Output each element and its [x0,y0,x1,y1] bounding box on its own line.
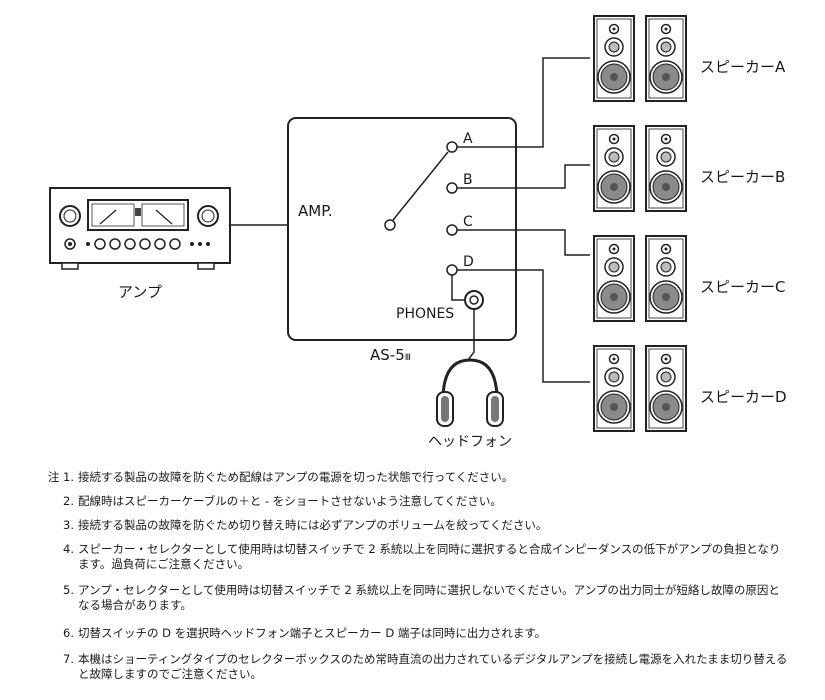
note-number: 7. [63,652,74,666]
amplifier-unit [49,187,231,270]
switch-common-terminal [384,219,396,231]
speaker-c-label: スピーカーC [700,278,785,296]
note-number: 2. [63,494,74,508]
selector-box [287,117,517,341]
note-number: 1. [63,470,74,484]
headphone-cable [467,309,475,361]
speaker-c-left [593,235,635,322]
note-text: スピーカー・セレクターとして使用時は切替スイッチで 2 系統以上を同時に選択する… [78,542,781,571]
cable-speaker-c [457,229,590,256]
note-number: 6. [63,626,74,640]
port-b-label: B [463,172,473,188]
cable-speaker-b [457,164,590,189]
speaker-a-left [593,15,635,102]
note-prefix: 注 [47,470,60,484]
amplifier-label: アンプ [118,283,162,301]
speaker-d-right [645,345,687,432]
note-text: アンプ・セレクターとして使用時は切替スイッチで 2 系統以上を同時に選択しないで… [78,583,780,612]
speaker-b-label: スピーカーB [700,168,785,186]
note-number: 3. [63,518,74,532]
terminal-d [446,264,458,276]
switch-lever [392,151,449,221]
speaker-d-label: スピーカーD [700,388,787,406]
speaker-a-label: スピーカーA [700,58,786,76]
speaker-b-left [593,125,635,212]
connection-diagram: アンプ AMP. A B C D PHONES AS-5Ⅲ ヘッドフォン ス [49,15,787,450]
note-number: 5. [63,583,74,597]
note-text: 配線時はスピーカーケーブルの＋と - をショートさせないよう注意してください。 [78,494,502,508]
speaker-b-right [645,125,687,212]
speaker-a-right [645,15,687,102]
port-a-label: A [463,131,473,147]
terminal-a [446,141,458,153]
amp-input-label: AMP. [298,202,333,220]
speaker-c-right [645,235,687,322]
cable-speaker-d [457,269,590,383]
terminal-c [446,224,458,236]
phones-label: PHONES [396,306,454,322]
note-text: 切替スイッチの D を選択時ヘッドフォン端子とスピーカー D 端子は同時に出力さ… [78,626,547,640]
note-text: 接続する製品の故障を防ぐため切り替え時には必ずアンプのボリュームを絞ってください… [78,518,548,532]
headphone-label: ヘッドフォン [428,434,512,450]
headphones [436,358,504,427]
port-c-label: C [463,214,473,230]
model-label: AS-5Ⅲ [370,346,411,364]
note-text: 本機はショーティングタイプのセレクターボックスのため常時直流の出力されているデジ… [78,652,788,681]
note-text: 接続する製品の故障を防ぐため配線はアンプの電源を切った状態で行ってください。 [78,470,514,484]
terminal-b [446,182,458,194]
speaker-d-left [593,345,635,432]
cable-speaker-a [457,57,590,148]
note-number: 4. [63,542,74,556]
d-phones-link [451,275,464,301]
port-d-label: D [463,254,474,270]
